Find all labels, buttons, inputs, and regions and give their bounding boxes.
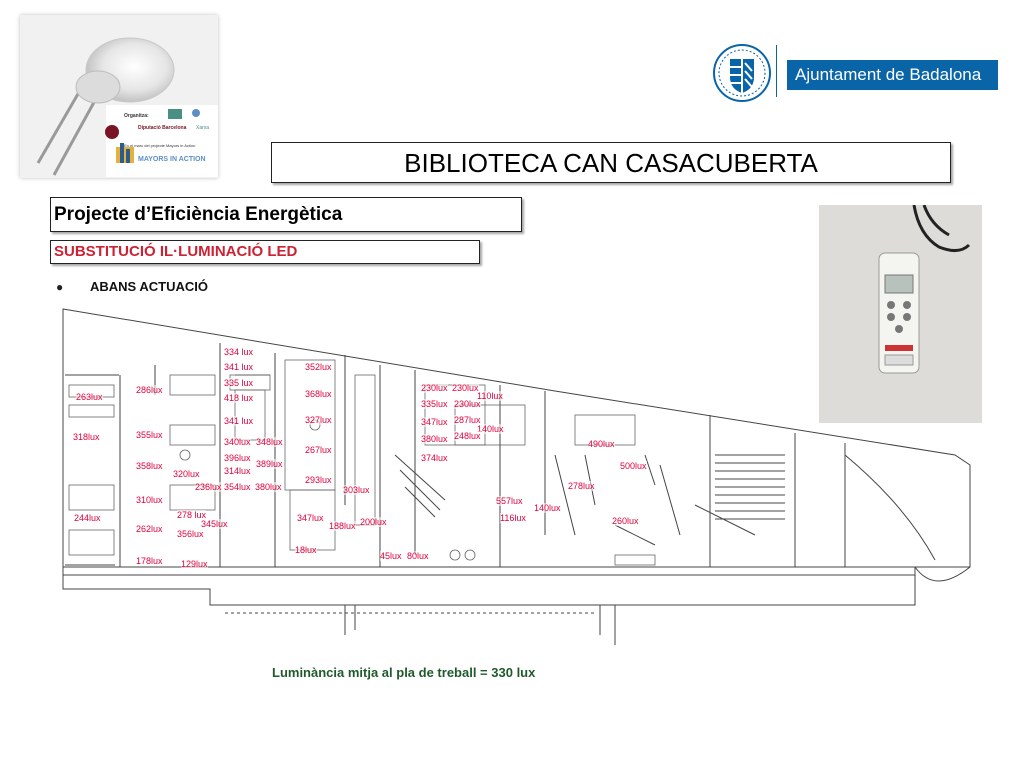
- lux-reading: 267lux: [305, 445, 332, 455]
- logo-divider: [776, 45, 777, 97]
- lux-reading: 263lux: [76, 392, 103, 402]
- lux-reading: 318lux: [73, 432, 100, 442]
- badalona-coat-of-arms-icon: [713, 44, 771, 102]
- lux-reading: 230lux: [454, 399, 481, 409]
- lux-reading: 356lux: [177, 529, 204, 539]
- lux-reading: 310lux: [136, 495, 163, 505]
- lux-reading: 244lux: [74, 513, 101, 523]
- lux-reading: 327lux: [305, 415, 332, 425]
- lux-reading: 345lux: [201, 519, 228, 529]
- bullet-icon: ●: [56, 280, 64, 294]
- lux-reading: 230lux: [421, 383, 448, 393]
- bullet-label: ABANS ACTUACIÓ: [90, 279, 208, 294]
- lux-reading: 129lux: [181, 559, 208, 569]
- lux-reading: 248lux: [454, 431, 481, 441]
- lux-reading: 490lux: [588, 439, 615, 449]
- lux-reading: 230lux: [452, 383, 479, 393]
- lux-reading: 500lux: [620, 461, 647, 471]
- lux-reading: 140lux: [477, 424, 504, 434]
- lux-reading: 374lux: [421, 453, 448, 463]
- lux-reading: 396lux: [224, 453, 251, 463]
- lux-reading: 418 lux: [224, 393, 254, 403]
- lux-reading: 236lux: [195, 482, 222, 492]
- lux-meter-icon: [819, 205, 982, 423]
- diputacio-logo-text: Diputació Barcelona: [138, 125, 187, 131]
- lux-reading: 341 lux: [224, 362, 254, 372]
- lux-reading: 389lux: [256, 459, 283, 469]
- page-title: BIBLIOTECA CAN CASACUBERTA: [271, 142, 951, 183]
- lux-reading: 335lux: [421, 399, 448, 409]
- lux-reading: 354lux: [224, 482, 251, 492]
- mayors-in-action-logo: MAYORS IN ACTION: [138, 156, 206, 163]
- lux-reading: 380lux: [255, 482, 282, 492]
- xarxa-logo-text: Xarxa: [196, 125, 210, 131]
- lux-reading: 368lux: [305, 389, 332, 399]
- lux-reading: 340lux: [224, 437, 251, 447]
- floor-plan: 334 lux 341 lux 335 lux 418 lux 341 lux …: [55, 305, 975, 650]
- lux-reading: 320lux: [173, 469, 200, 479]
- lux-reading: 45lux: [380, 551, 402, 561]
- organizer-title: Organitza:: [124, 113, 149, 119]
- lux-reading: 200lux: [360, 517, 387, 527]
- average-luminance-note: Luminància mitja al pla de treball = 330…: [272, 665, 536, 680]
- lux-reading: 358lux: [136, 461, 163, 471]
- lux-reading: 355lux: [136, 430, 163, 440]
- lux-reading: 278lux: [568, 481, 595, 491]
- ajuntament-logo-banner: Ajuntament de Badalona: [787, 60, 998, 90]
- lux-reading: 347lux: [421, 417, 448, 427]
- organizer-note: En el marc del projecte Mayors in Action: [124, 143, 196, 148]
- lux-reading: 287lux: [454, 415, 481, 425]
- lux-reading: 303lux: [343, 485, 370, 495]
- lux-reading: 348lux: [256, 437, 283, 447]
- lux-reading: 116lux: [500, 513, 526, 523]
- project-title: Projecte d’Eficiència Energètica: [50, 197, 522, 232]
- led-organizer-card: Organitza: Diputació Barcelona Xarxa En …: [20, 15, 218, 178]
- lux-reading: 278 lux: [177, 510, 207, 520]
- lux-reading: 347lux: [297, 513, 324, 523]
- lux-reading: 260lux: [612, 516, 639, 526]
- lux-reading: 380lux: [421, 434, 448, 444]
- lux-meter-photo: [819, 205, 982, 423]
- lux-reading: 293lux: [305, 475, 332, 485]
- lux-reading: 335 lux: [224, 378, 254, 388]
- lux-reading: 334 lux: [224, 347, 254, 357]
- lux-reading: 341 lux: [224, 416, 254, 426]
- lux-reading: 557lux: [496, 496, 523, 506]
- lux-reading: 314lux: [224, 466, 251, 476]
- section-subtitle: SUBSTITUCIÓ IL·LUMINACIÓ LED: [50, 240, 480, 264]
- lux-reading: 352lux: [305, 362, 332, 372]
- lux-reading: 110lux: [477, 391, 503, 401]
- lux-reading: 262lux: [136, 524, 163, 534]
- lux-reading: 178lux: [136, 556, 163, 566]
- lux-reading: 140lux: [534, 503, 561, 513]
- led-bulb-icon: [36, 37, 218, 177]
- lux-reading: 80lux: [407, 551, 429, 561]
- lux-reading: 18lux: [295, 545, 317, 555]
- lux-reading: 188lux: [329, 521, 356, 531]
- lux-reading: 286lux: [136, 385, 163, 395]
